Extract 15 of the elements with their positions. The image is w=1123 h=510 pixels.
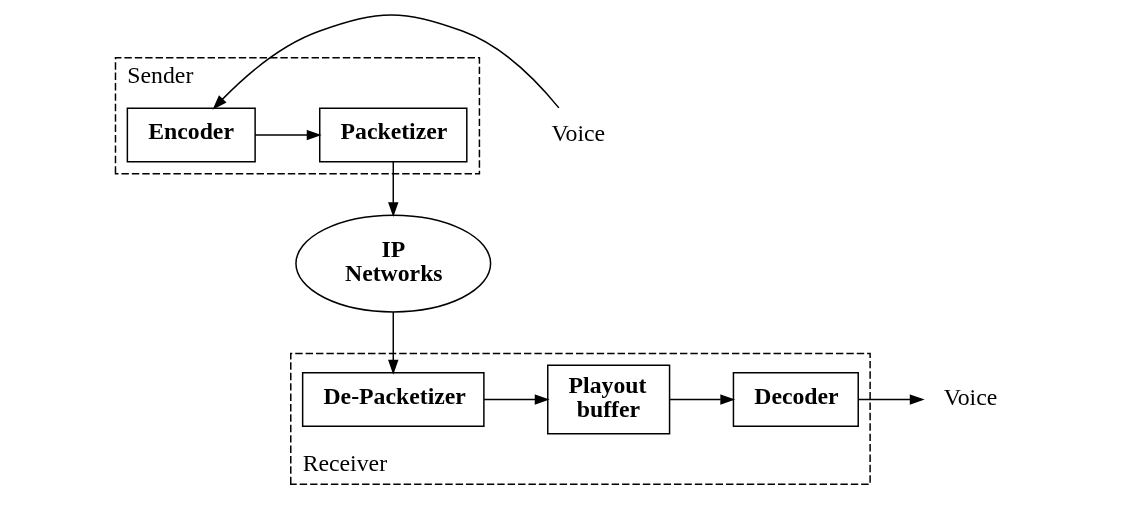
arrow [858,393,925,405]
arrow [388,160,399,217]
node-text: Voice [943,383,998,410]
node-box: Packetizer [319,107,468,162]
node-box: Decoder [732,371,859,427]
arrow [212,13,560,110]
arrow [669,393,736,405]
node-ellipse: IP Networks [295,213,492,313]
node-text: Voice [551,119,606,146]
node-box: Encoder [126,107,256,162]
arrow [483,393,550,405]
node-box: De-Packetizer [301,371,485,427]
node-box: Playout buffer [547,364,671,434]
arrow [388,310,399,375]
arrow [254,129,322,140]
